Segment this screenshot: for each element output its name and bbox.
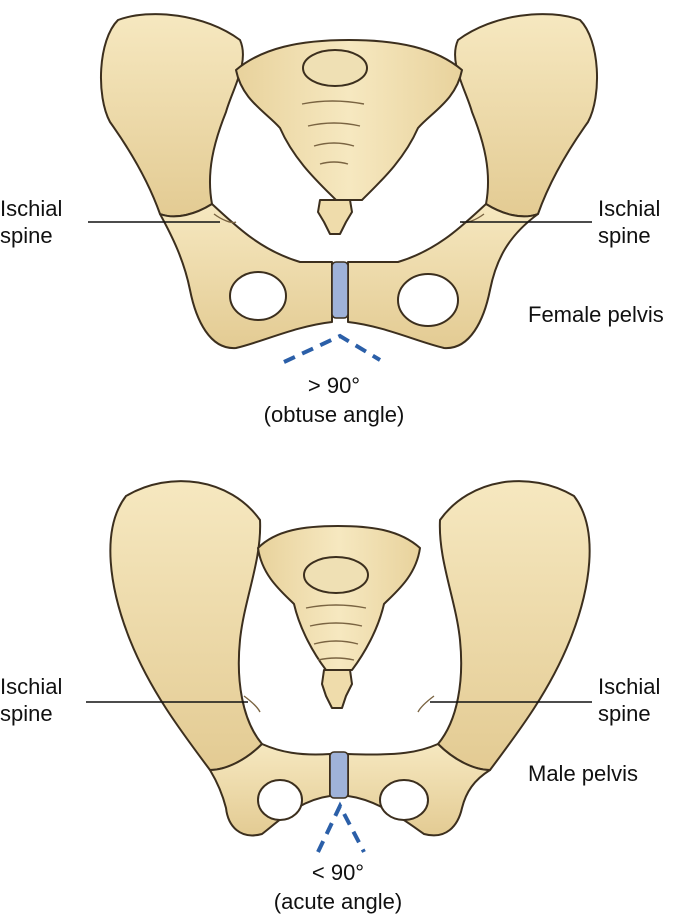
male-right-obturator-foramen — [379, 779, 429, 821]
male-left-ilium — [109, 480, 263, 771]
male-sacral-body — [303, 556, 369, 594]
male-ischial-spine-left-line2: spine — [0, 701, 53, 726]
male-coccyx — [321, 669, 353, 709]
male-angle-value: < 90° — [312, 860, 364, 885]
female-right-ilium — [454, 13, 598, 218]
male-right-ischial-spine-bone — [417, 695, 435, 713]
male-sacrum — [257, 525, 421, 671]
female-ischial-spine-right-label: Ischial spine — [598, 196, 666, 248]
male-angle-type: (acute angle) — [274, 889, 402, 914]
male-ischial-spine-left-label: Ischial spine — [0, 674, 68, 726]
male-left-ischial-spine-bone — [243, 695, 261, 713]
female-ischial-spine-left-label: Ischial spine — [0, 196, 68, 248]
female-pubic-symphysis — [331, 261, 349, 319]
female-right-obturator-foramen — [397, 273, 459, 327]
male-pubic-symphysis — [329, 751, 349, 799]
female-left-ilium — [100, 13, 244, 218]
female-ischial-spine-left-line2: spine — [0, 223, 53, 248]
male-pelvis-label: Male pelvis — [528, 761, 638, 786]
female-left-obturator-foramen — [229, 271, 287, 321]
female-ischial-spine-left-line1: Ischial — [0, 196, 62, 221]
female-ischial-spine-right-line2: spine — [598, 223, 651, 248]
male-ischial-spine-left-line1: Ischial — [0, 674, 62, 699]
female-left-ischial-spine-bone — [213, 213, 237, 224]
male-right-ilium — [437, 480, 591, 771]
female-sacrum — [235, 39, 463, 201]
female-subpubic-angle-dashes — [283, 333, 382, 364]
female-angle-value: > 90° — [308, 373, 360, 398]
male-pelvis-illustration — [109, 480, 591, 837]
male-ischial-spine-right-line1: Ischial — [598, 674, 660, 699]
male-sacral-foramina — [305, 604, 367, 661]
male-subpubic-angle-dashes — [316, 801, 366, 853]
male-ischial-spine-right-line2: spine — [598, 701, 651, 726]
female-sacral-foramina — [301, 100, 365, 165]
female-ischial-spine-right-line1: Ischial — [598, 196, 660, 221]
female-pelvis-label: Female pelvis — [528, 302, 664, 327]
female-right-ischiopubic — [347, 203, 539, 350]
female-angle-type: (obtuse angle) — [264, 402, 405, 427]
female-coccyx — [317, 199, 353, 235]
female-pelvis-illustration — [100, 13, 598, 350]
male-ischial-spine-right-label: Ischial spine — [598, 674, 666, 726]
male-left-obturator-foramen — [257, 779, 303, 821]
female-sacral-body — [302, 49, 368, 87]
